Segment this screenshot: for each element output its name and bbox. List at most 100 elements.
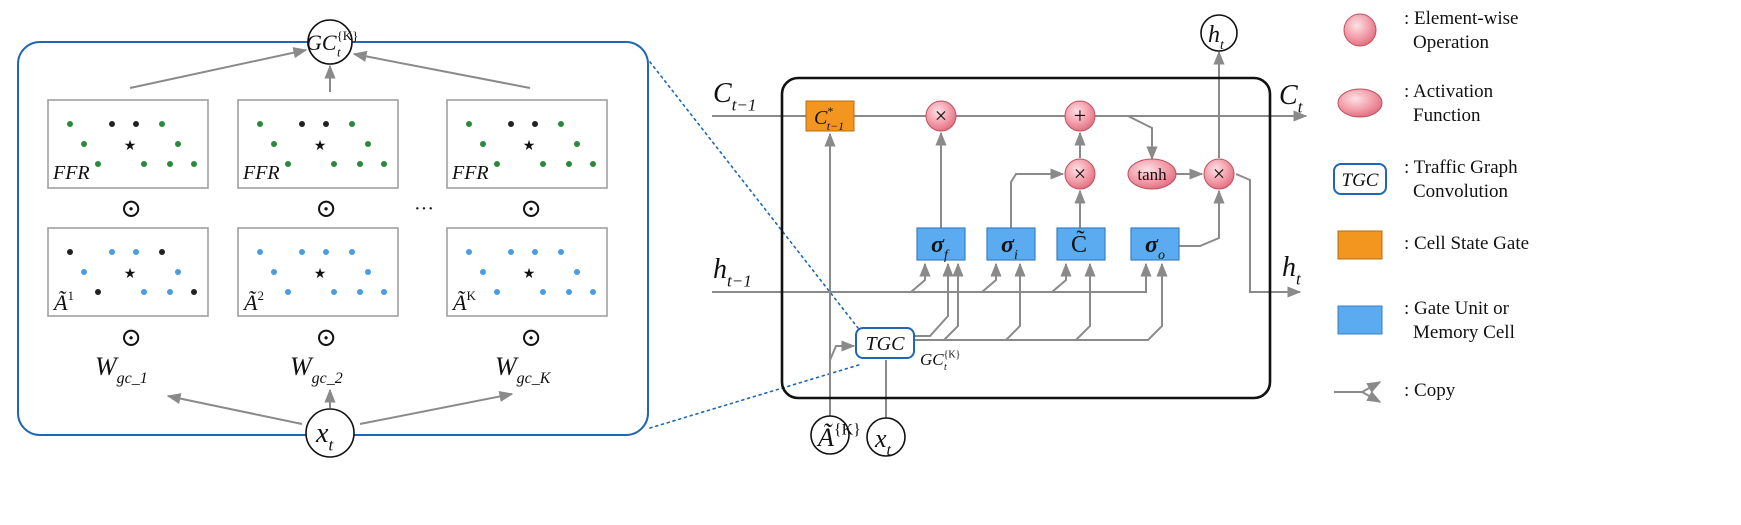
ffr-graph-3-node-8 [532,121,538,127]
ffr-graph-3-node-4 [480,141,486,147]
legend-tgc-box-icon-label: TGC [1342,170,1379,191]
gate-o [1130,227,1180,261]
adjacency-graph-2-node-5 [365,269,371,275]
dotted-connector-bottom [649,363,863,429]
c-prev-label: Ct−1 [713,78,756,114]
h-top-label: ht [1208,22,1225,53]
adjacency-graph-1-node-6 [109,249,115,255]
gate-c-label: C̃ [1071,230,1087,258]
adjacency-graph-2-node-6 [299,249,305,255]
adjacency-graph-2-node-4 [271,269,277,275]
xt-input-node [305,408,355,458]
adjacency-graph-2-node-0 [257,249,263,255]
ffr-graph-2-node-8 [323,121,329,127]
ffr-graph-2-node-0 [257,121,263,127]
cell-add-op-symbol: + [1074,103,1086,128]
c-next-label: Ct [1279,80,1304,116]
adjacency-graph-1-star: ★ [124,267,137,282]
ellipsis: ··· [414,198,434,220]
output-multiply-op-symbol: × [1213,161,1225,186]
cell-state-gate-label: C*t−1 [814,104,844,133]
arrow-h-to-gate-3 [1051,262,1072,293]
ffr-graph-1-star: ★ [124,139,137,154]
adjacency-graph-3-star: ★ [523,267,536,282]
tgc-label: TGC [866,333,906,355]
ffr-graph-1-node-5 [175,141,181,147]
tanh-activation [1127,158,1177,190]
adjacency-label-3: ÃK [451,288,476,315]
gate-f-label: σf [931,232,950,263]
ffr-graph-1-node-3 [95,161,101,167]
ffr-graph-3-node-7 [540,161,546,167]
legend-tgc-box-text-1: : Traffic Graph [1404,157,1518,178]
ffr-graph-3-node-2 [590,161,596,167]
adjacency-graph-3-node-8 [532,249,538,255]
adjacency-graph-2-node-9 [357,289,363,295]
adjacency-graph-1-node-0 [67,249,73,255]
adjacency-graph-3-node-1 [558,249,564,255]
arrow-to-h-next [1235,173,1302,298]
ffr-graph-1-node-4 [81,141,87,147]
legend-copy-fork-icon-upper [1334,381,1382,394]
arrow-tgc-to-gate-3 [914,262,1096,341]
gate-c [1056,227,1106,261]
legend-tgc-box-icon [1333,163,1387,195]
ffr-graph-1-node-7 [141,161,147,167]
ffr-graph-3-star: ★ [523,139,536,154]
legend-activation-ellipse-icon [1337,88,1383,118]
cell-add-op [1064,100,1096,132]
gate-o-label: σo [1145,232,1165,263]
xt-input-label: xt [315,418,334,454]
ffr-graph-1-node-8 [133,121,139,127]
ffr-graph-2-node-2 [381,161,387,167]
legend-blue-square-icon [1337,305,1383,335]
ffr-graph-3-node-9 [566,161,572,167]
adjacency-graph-1-node-4 [81,269,87,275]
ffr-graph-3-node-3 [494,161,500,167]
lstm-cell-box [780,76,1272,400]
tgc-block [855,327,915,359]
xt-cell-input-label: xt [874,424,892,459]
adjacency-graph-2-star: ★ [314,267,327,282]
legend-blue-square-text-1: : Gate Unit or [1404,298,1510,319]
legend-activation-ellipse-text-2: Function [1413,105,1481,126]
ffr-label-2: FFR [242,162,280,184]
hadamard-2-1: ⊙ [120,323,142,352]
adjacency-graph-2-node-8 [323,249,329,255]
input-multiply-op [1064,158,1096,190]
weight-label-1: Wgc_1 [95,352,148,387]
arrow-h-to-gate-2 [981,262,1002,293]
adjacency-graph-3-node-6 [508,249,514,255]
tanh-label: tanh [1137,165,1167,184]
ffr-graph-3-node-1 [558,121,564,127]
ffr-label-1: FFR [52,162,90,184]
arrow-col3-to-gc [352,50,531,89]
adjacency-label-1: Ã1 [52,288,74,315]
ffr-graph-2-node-1 [349,121,355,127]
hadamard-1-3: ⊙ [520,194,542,223]
ffr-graph-2-node-4 [271,141,277,147]
h-top-node [1200,14,1238,52]
adjacency-input-node [810,415,850,455]
adjacency-graph-2-node-1 [349,249,355,255]
arrow-xt-to-col3 [359,390,514,425]
legend-element-wise-circle-text-1: : Element-wise [1404,8,1519,29]
hadamard-1-2: ⊙ [315,194,337,223]
adjacency-graph-2-node-2 [381,289,387,295]
legend-copy-fork-icon-lower [1361,390,1382,403]
arrow-tgc-to-gate-2 [914,262,1026,341]
hidden-state-line [712,262,1152,293]
ffr-graph-3-node-5 [574,141,580,147]
dotted-connector-top [649,61,859,329]
hadamard-1-1: ⊙ [120,194,142,223]
ffr-graph-1-node-2 [191,161,197,167]
gate-i-label: σi [1001,232,1018,263]
forget-multiply-op-symbol: × [935,103,947,128]
gc-output-node [307,19,353,65]
ffr-label-3: FFR [451,162,489,184]
ffr-graph-2-node-7 [331,161,337,167]
ffr-frame-1 [47,99,209,189]
adjacency-graph-3-node-7 [540,289,546,295]
